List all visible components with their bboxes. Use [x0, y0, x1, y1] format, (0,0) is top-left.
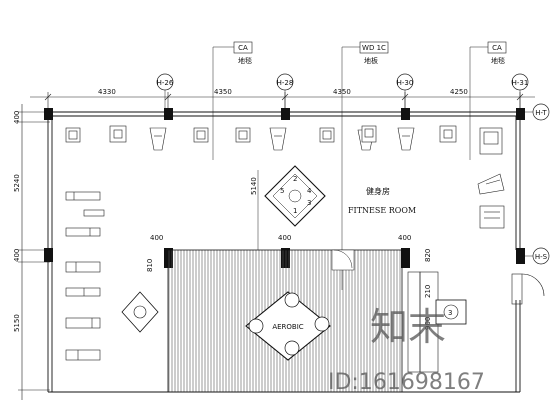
left-dim-1: 400: [13, 111, 21, 124]
top-dim-4: 4250: [450, 88, 468, 96]
svg-text:820: 820: [424, 249, 432, 262]
svg-text:400: 400: [398, 234, 411, 242]
room-name-cn: 健身房: [366, 186, 390, 196]
svg-text:地毯: 地毯: [491, 56, 505, 65]
axis-bubble-h30: H-30: [397, 73, 414, 108]
svg-text:地板: 地板: [364, 56, 378, 65]
svg-text:H-T: H-T: [535, 109, 547, 117]
elevation-marker-right: 3: [435, 299, 467, 325]
svg-text:900: 900: [424, 317, 432, 330]
svg-text:1: 1: [293, 207, 297, 215]
room-name-en: FITNESE ROOM: [348, 206, 416, 215]
svg-text:H-31: H-31: [512, 79, 529, 87]
top-dim-1: 4330: [98, 88, 116, 96]
svg-text:3: 3: [307, 199, 311, 207]
svg-text:WD 1C: WD 1C: [362, 44, 386, 52]
center-diamond-platform: 2 5 4 1 3: [264, 165, 326, 227]
svg-text:CA: CA: [238, 44, 248, 52]
aerobic-diamond-platform: AEROBIC: [245, 291, 331, 361]
equipment-left-wall: [65, 191, 105, 361]
top-dim-2: 4350: [214, 88, 232, 96]
left-dim-3: 400: [13, 249, 21, 262]
svg-text:3: 3: [448, 309, 452, 317]
aerobic-label: AEROBIC: [272, 323, 303, 331]
svg-text:4: 4: [307, 187, 312, 195]
svg-text:210: 210: [424, 285, 432, 298]
axis-bubble-h28: H-28: [277, 73, 294, 108]
svg-text:5: 5: [280, 187, 284, 195]
equipment-right-wall: [477, 173, 505, 229]
svg-text:H-28: H-28: [277, 79, 294, 87]
watermark-logo: 知末: [370, 305, 446, 349]
svg-text:H-S: H-S: [535, 253, 548, 261]
svg-text:地毯: 地毯: [238, 56, 252, 65]
material-tag-ca-right: CA 地毯: [469, 41, 507, 160]
left-dim-2: 5240: [13, 174, 21, 192]
left-dim-4: 5150: [13, 314, 21, 332]
equipment-row-top: [65, 125, 503, 155]
room-walls: [47, 111, 521, 393]
material-tag-wd1c: WD 1C 地板: [341, 41, 389, 290]
elevation-marker-left: [121, 291, 159, 333]
svg-text:H-26: H-26: [157, 79, 174, 87]
axis-bubble-h31: H-31: [512, 73, 529, 108]
svg-text:CA: CA: [492, 44, 502, 52]
axis-bubble-h26: H-26: [157, 73, 174, 108]
watermark-id: ID:161698167: [328, 370, 485, 395]
svg-text:400: 400: [150, 234, 163, 242]
svg-text:400: 400: [278, 234, 291, 242]
watermark: 知末 ID:161698167: [328, 305, 485, 395]
svg-text:5140: 5140: [250, 177, 258, 195]
svg-text:2: 2: [293, 175, 297, 183]
material-tag-ca-left: CA 地毯: [212, 41, 253, 160]
small-dimension-marks: 5140 400 400 400 810 820 210 900: [146, 170, 432, 330]
svg-text:H-30: H-30: [397, 79, 414, 87]
svg-text:810: 810: [146, 259, 154, 272]
